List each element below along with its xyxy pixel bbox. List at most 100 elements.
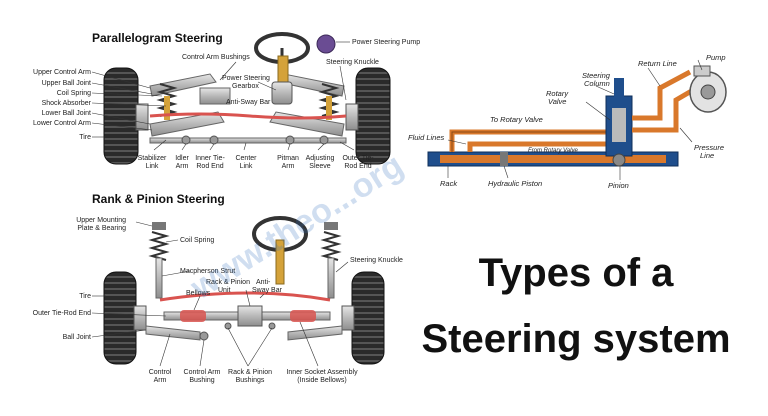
steering-gearbox (271, 81, 293, 105)
shock-absorber-right (326, 96, 332, 120)
label-from-rotary: From Rotary Valve (528, 148, 578, 154)
idler-arm-joint (181, 135, 191, 145)
label-pressure-2: Line (700, 151, 714, 160)
label-fluid-lines: Fluid Lines (408, 133, 445, 142)
label-rp-control-arm-2: Arm (154, 377, 167, 384)
anti-sway-bar (149, 112, 347, 120)
rp-anti-sway-bar (159, 291, 331, 302)
label-upper-mounting-2: Plate & Bearing (77, 225, 126, 232)
rp-upper-mount-right (324, 222, 338, 230)
label-anti-sway-bar: Anti-Sway Bar (226, 99, 271, 106)
label-pinion: Pinion (608, 181, 629, 190)
label-return-line: Return Line (638, 59, 677, 68)
label-rp-unit-1: Rack & Pinion (206, 279, 250, 286)
headline-line2: Steering system (421, 317, 730, 361)
label-pitman-2: Arm (282, 163, 295, 170)
label-ps-gearbox-1: Power Steering (222, 75, 270, 82)
label-power-steering-pump: Power Steering Pump (352, 39, 420, 46)
label-rotary-2: Valve (548, 97, 566, 106)
return-line (632, 69, 692, 121)
label-rp-ball-joint: Ball Joint (63, 334, 91, 341)
label-rp-tire: Tire (79, 293, 91, 300)
power-steering-pump (316, 34, 336, 54)
label-idler-2: Arm (176, 163, 189, 170)
headline-line1: Types of a (479, 251, 675, 295)
label-rp-bushing-1: Control Arm (184, 369, 221, 376)
label-hydraulic-piston: Hydraulic Piston (488, 179, 542, 188)
label-inner-tie-rod-2: Rod End (196, 163, 223, 170)
rp-right-hub (341, 305, 355, 331)
label-pressure-1: Pressure (694, 143, 724, 152)
label-coil-spring: Coil Spring (57, 90, 91, 97)
label-rp-outer-tie-rod: Outer Tie-Rod End (33, 310, 91, 317)
label-stabilizer-1: Stabilizer (138, 155, 167, 162)
rp-rack-pinion-unit (237, 305, 263, 327)
rp-bellows-left (180, 310, 206, 322)
label-rack: Rack (440, 179, 458, 188)
label-tire: Tire (79, 134, 91, 141)
center-link (149, 137, 347, 144)
rotary-valve (612, 108, 626, 142)
rp-left-hub (133, 305, 147, 331)
label-lower-control-arm: Lower Control Arm (33, 120, 91, 127)
label-lower-ball-joint: Lower Ball Joint (42, 110, 91, 117)
lower-control-arm-left (149, 111, 225, 137)
rp-strut-left (155, 257, 163, 299)
frame-left (199, 87, 231, 105)
label-inner-tie-rod-1: Inner Tie- (195, 155, 225, 162)
label-steering-1: Steering (582, 71, 611, 80)
inner-tie-rod-joint (209, 135, 219, 145)
parallelogram-diagram: Parallelogram Steering (33, 31, 420, 170)
adjusting-sleeve (319, 135, 329, 145)
left-hub (135, 103, 149, 131)
label-to-rotary: To Rotary Valve (490, 115, 543, 124)
label-rotary-1: Rotary (546, 89, 569, 98)
label-rp-anti-1: Anti- (256, 279, 271, 286)
label-macpherson: Macpherson Strut (180, 268, 235, 275)
label-upper-ball-joint: Upper Ball Joint (42, 80, 91, 87)
rp-steering-column (275, 239, 285, 285)
rack-pinion-title: Rank & Pinion Steering (92, 192, 225, 206)
rp-right-tire (351, 271, 385, 365)
hydraulic-piston (500, 152, 508, 166)
label-rp-bushings-2: Bushings (236, 377, 265, 384)
pinion-gear (612, 153, 626, 167)
label-center-link-1: Center (235, 155, 257, 162)
rp-control-arm-right (287, 325, 343, 341)
label-pitman-1: Pitman (277, 155, 299, 162)
label-upper-control-arm: Upper Control Arm (33, 69, 91, 76)
label-steering-2: Column (584, 79, 610, 88)
label-control-arm-bushings: Control Arm Bushings (182, 54, 250, 61)
label-shock-absorber: Shock Absorber (42, 100, 92, 107)
label-stabilizer-2: Link (146, 163, 159, 170)
hydraulic-diagram: Return Line Pump Steering Column Rotary … (408, 53, 727, 190)
label-outer-tie-rod-2: Rod End (344, 163, 371, 170)
rp-strut-right (327, 257, 335, 299)
label-ps-gearbox-2: Gearbox (232, 83, 259, 90)
label-rp-coil-spring: Coil Spring (180, 237, 214, 244)
rp-coil-spring-right (320, 231, 342, 261)
rp-control-arm-bushing (199, 331, 209, 341)
steering-column-hyd (614, 78, 624, 100)
fluid-line-from (467, 141, 612, 152)
rp-coil-spring-left (148, 231, 170, 261)
label-inner-socket-1: Inner Socket Assembly (286, 369, 358, 376)
label-steering-knuckle: Steering Knuckle (326, 59, 379, 66)
label-idler-1: Idler (175, 155, 189, 162)
label-bellows: Bellows (186, 290, 211, 297)
label-center-link-2: Link (240, 163, 253, 170)
rp-left-tire (103, 271, 137, 365)
rp-control-arm-left (145, 325, 201, 341)
label-pump: Pump (706, 53, 726, 62)
label-outer-tie-rod-1: Outer Tie- (342, 155, 374, 162)
pressure-line (632, 83, 702, 133)
label-upper-mounting-1: Upper Mounting (76, 217, 126, 224)
label-rp-control-arm-1: Control (149, 369, 172, 376)
rp-upper-mount-left (152, 222, 166, 230)
label-rp-anti-2: Sway Bar (252, 287, 283, 294)
pitman-arm-joint (285, 135, 295, 145)
rack-fluid (440, 155, 666, 163)
rp-bellows-right (290, 310, 316, 322)
label-adjusting-2: Sleeve (309, 163, 331, 170)
